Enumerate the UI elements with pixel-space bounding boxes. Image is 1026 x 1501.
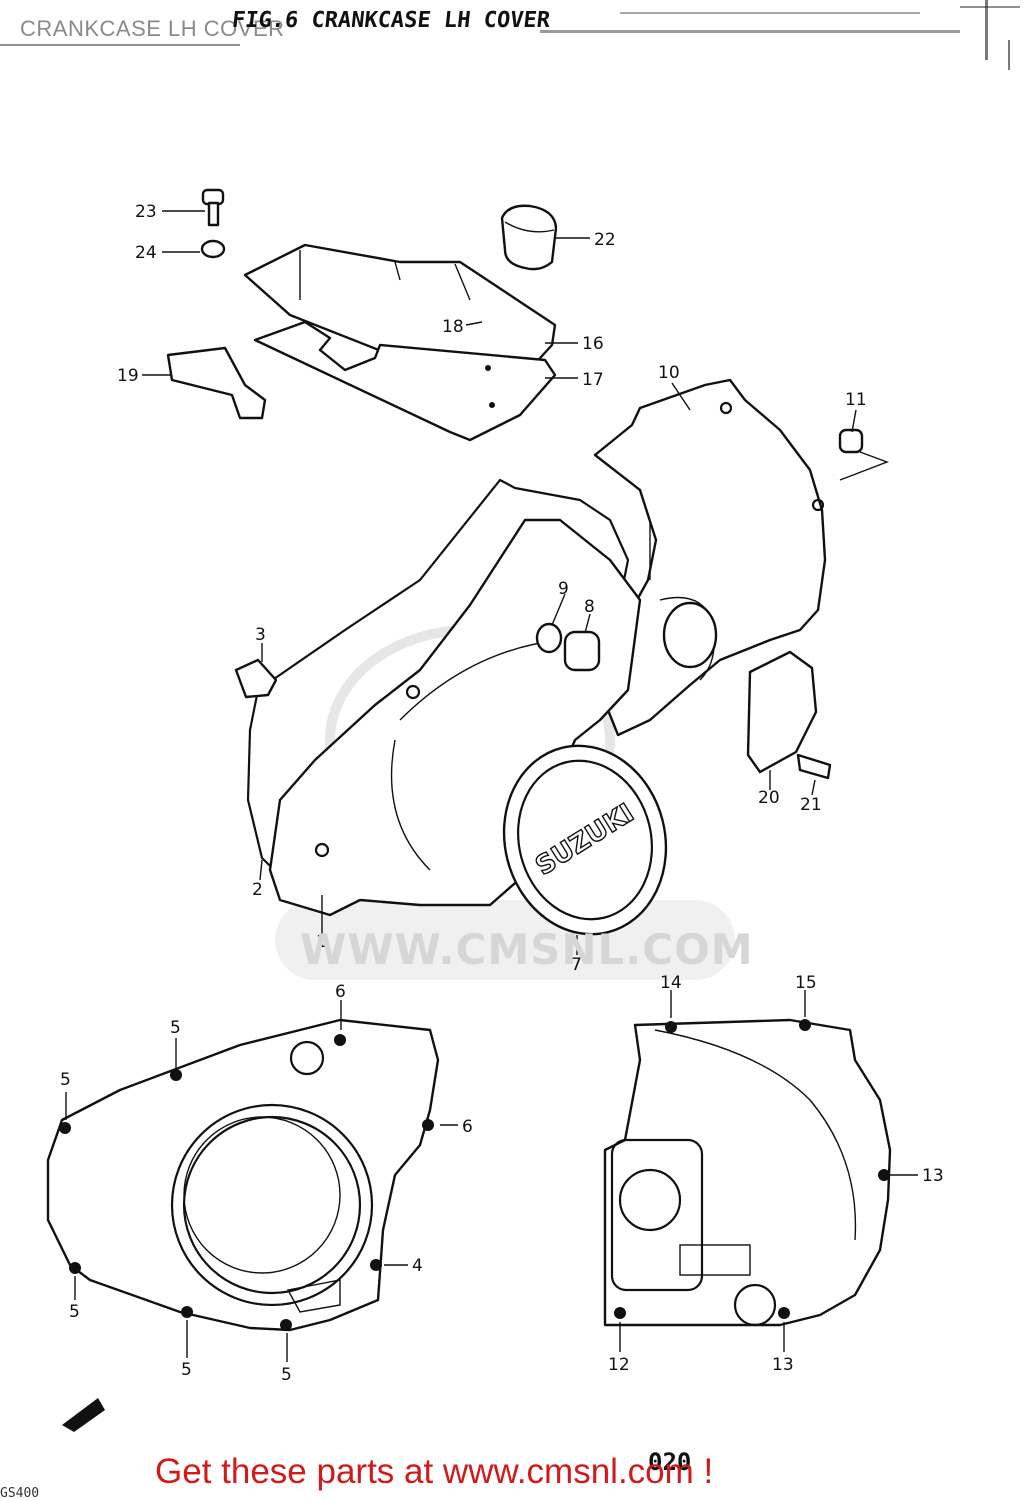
callout-5-b: 5	[60, 1070, 71, 1090]
callout-2: 2	[252, 880, 263, 900]
callout-12: 12	[608, 1355, 630, 1375]
callout-8: 8	[584, 597, 595, 617]
callout-6: 6	[335, 982, 346, 1002]
callout-3: 3	[255, 625, 266, 645]
scan-noise	[0, 0, 1020, 70]
callout-19: 19	[117, 366, 139, 386]
page-number: 020	[648, 1448, 692, 1476]
callout-1: 1	[316, 932, 327, 952]
plug-cap-part	[500, 204, 558, 271]
callout-18: 18	[442, 317, 464, 337]
callout-20: 20	[758, 788, 780, 808]
lower-left-cover-view	[46, 1018, 440, 1332]
callout-11: 11	[845, 390, 867, 410]
callout-5-c: 5	[69, 1302, 80, 1322]
leader-lines	[65, 210, 918, 1362]
callout-5-e: 5	[281, 1365, 292, 1385]
callout-22: 22	[594, 230, 616, 250]
dowel-pin-part	[234, 658, 278, 699]
callout-17: 17	[582, 370, 604, 390]
emblem-cap-part: SUZUKI	[502, 744, 668, 936]
callout-5-a: 5	[170, 1018, 181, 1038]
plug-and-oring	[535, 622, 601, 672]
callout-10: 10	[658, 363, 680, 383]
callout-24: 24	[135, 243, 157, 263]
callout-23: 23	[135, 202, 157, 222]
callout-7: 7	[571, 955, 582, 975]
screw-part	[796, 753, 832, 780]
cta-link[interactable]: Get these parts at www.cmsnl.com !	[155, 1452, 714, 1491]
callout-14: 14	[660, 973, 682, 993]
callout-21: 21	[800, 795, 822, 815]
outer-cover-10	[593, 378, 827, 774]
collar-part	[838, 428, 864, 454]
callout-4: 4	[412, 1256, 423, 1276]
callout-13-b: 13	[772, 1355, 794, 1375]
callout-16: 16	[582, 334, 604, 354]
callout-9: 9	[558, 579, 569, 599]
page-title: CRANKCASE LH COVER	[20, 16, 285, 41]
callout-labels: 23 24 22 18 16 17 19 10 11 3 9 8 2 1 7 2…	[60, 202, 944, 1385]
figure-title: FIG.6 CRANKCASE LH COVER	[230, 8, 552, 33]
magneto-cover	[268, 518, 642, 917]
lower-right-cover-view	[603, 1018, 892, 1327]
bracket-part	[166, 346, 267, 420]
forward-arrow-icon	[62, 1398, 105, 1432]
model-code: GS400	[0, 1486, 40, 1501]
callout-15: 15	[795, 973, 817, 993]
callout-5-d: 5	[181, 1360, 192, 1380]
callout-13: 13	[922, 1166, 944, 1186]
watermark-url: WWW.CMSNL.COM	[300, 925, 754, 974]
bolt-and-washer	[200, 188, 226, 259]
gear-cover-plate	[243, 243, 557, 442]
callout-6-b: 6	[462, 1117, 473, 1137]
